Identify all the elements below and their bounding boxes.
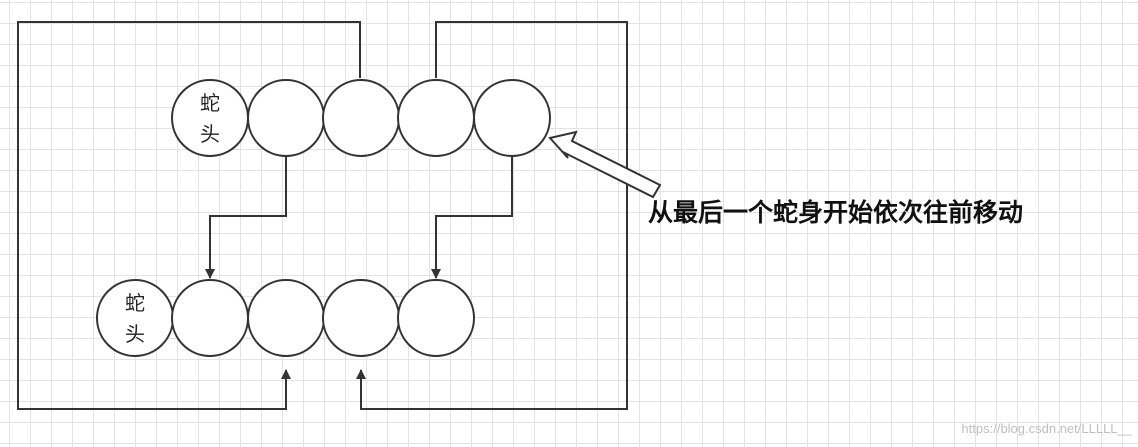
top-snake-body-node-4 bbox=[473, 79, 551, 157]
connector-outer-left-loop bbox=[17, 21, 361, 410]
bottom-snake-body-node-1 bbox=[171, 279, 249, 357]
connector-inner-right bbox=[431, 155, 513, 279]
bottom-snake-body-node-3 bbox=[322, 279, 400, 357]
bottom-snake bbox=[96, 279, 475, 357]
bottom-head-label-line1: 蛇 bbox=[125, 291, 145, 315]
top-head-label-line1: 蛇 bbox=[200, 91, 220, 115]
callout-arrow bbox=[548, 130, 662, 199]
connector-inner-left bbox=[205, 155, 287, 279]
connector-outer-right-loop bbox=[356, 21, 628, 410]
bottom-snake-body-node-2 bbox=[247, 279, 325, 357]
top-snake-body-node-1 bbox=[247, 79, 325, 157]
top-snake-body-node-2 bbox=[322, 79, 400, 157]
bottom-snake-body-node-4 bbox=[397, 279, 475, 357]
top-snake-body-node-3 bbox=[397, 79, 475, 157]
connector-group bbox=[17, 21, 628, 410]
top-head-label-line2: 头 bbox=[200, 122, 220, 146]
top-snake bbox=[171, 79, 551, 157]
caption-text: 从最后一个蛇身开始依次往前移动 bbox=[648, 198, 1023, 227]
bottom-head-label-line2: 头 bbox=[125, 322, 145, 346]
watermark-text: https://blog.csdn.net/LLLLL__ bbox=[961, 421, 1132, 436]
